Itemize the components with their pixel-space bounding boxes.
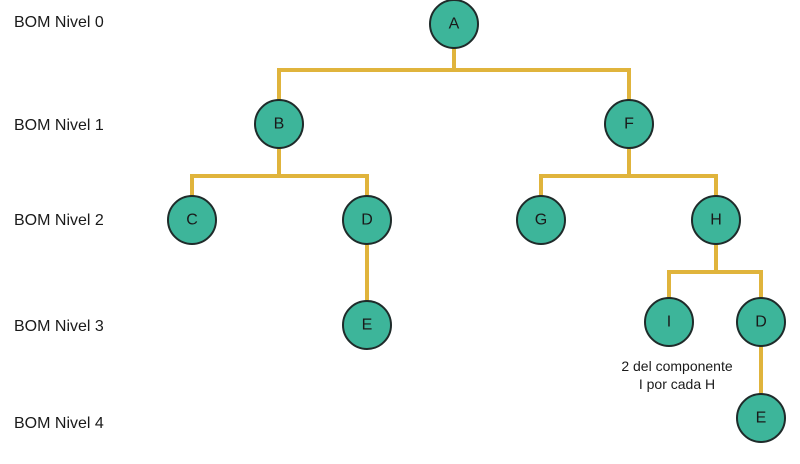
node-G-circle: [516, 195, 566, 245]
node-H-label: H: [710, 212, 722, 229]
node-D2-label: D: [755, 314, 767, 331]
node-D2: D: [736, 297, 786, 347]
level-label-4: BOM Nivel 4: [14, 415, 104, 432]
node-A-circle: [429, 0, 479, 49]
node-G-label: G: [535, 212, 547, 229]
node-A-label: A: [449, 16, 460, 33]
node-E1-circle: [342, 300, 392, 350]
node-D1: D: [342, 195, 392, 245]
level-label-0: BOM Nivel 0: [14, 14, 104, 31]
edge-H-to-D2: [714, 244, 763, 298]
edge-A-to-B: [277, 48, 456, 100]
edge-B-to-D1: [277, 148, 369, 196]
node-I: I: [644, 297, 694, 347]
edge-A-to-F: [452, 48, 631, 100]
node-D1-circle: [342, 195, 392, 245]
node-C: C: [167, 195, 217, 245]
edge-F-to-G: [539, 148, 631, 196]
edge-F-to-H: [627, 148, 718, 196]
node-E1-label: E: [362, 317, 373, 334]
node-E2-label: E: [756, 410, 767, 427]
node-E2-circle: [736, 393, 786, 443]
node-I-label: I: [667, 314, 671, 331]
level-label-2: BOM Nivel 2: [14, 212, 104, 229]
node-D1-label: D: [361, 212, 373, 229]
node-B-circle: [254, 99, 304, 149]
edge-B-to-C: [190, 148, 281, 196]
nodes-layer: A B F C D G H E I D E: [167, 0, 786, 443]
node-F: F: [604, 99, 654, 149]
node-G: G: [516, 195, 566, 245]
node-D2-circle: [736, 297, 786, 347]
annotation-note: 2 del componente I por cada H: [604, 357, 750, 393]
annotation-line-2: I por cada H: [638, 376, 716, 392]
node-B: B: [254, 99, 304, 149]
node-E2: E: [736, 393, 786, 443]
annotation-line-1: 2 del componente: [621, 358, 733, 374]
node-C-circle: [167, 195, 217, 245]
level-label-1: BOM Nivel 1: [14, 117, 104, 134]
edge-H-to-I: [667, 244, 718, 298]
node-H-circle: [691, 195, 741, 245]
node-E1: E: [342, 300, 392, 350]
level-label-3: BOM Nivel 3: [14, 318, 104, 335]
node-H: H: [691, 195, 741, 245]
node-B-label: B: [274, 116, 285, 133]
node-C-label: C: [186, 212, 198, 229]
node-F-label: F: [624, 116, 634, 133]
edges-layer: [190, 48, 763, 394]
node-A: A: [429, 0, 479, 49]
node-F-circle: [604, 99, 654, 149]
node-I-circle: [644, 297, 694, 347]
